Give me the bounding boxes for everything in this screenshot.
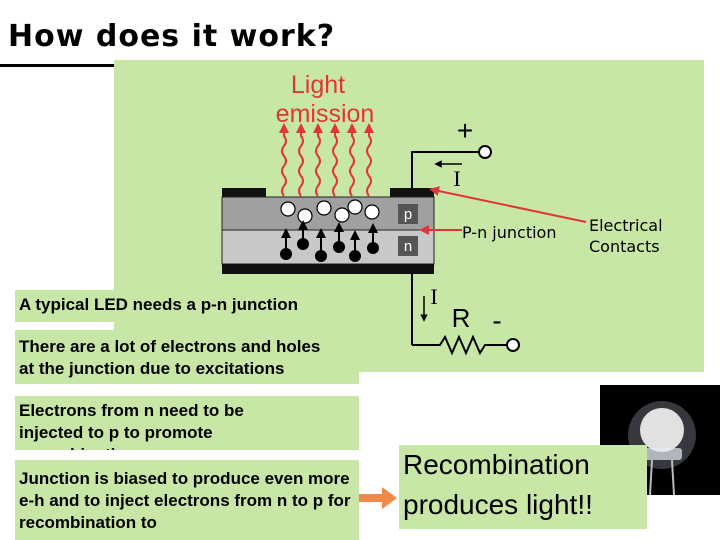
light-ray (364, 123, 374, 197)
light-ray (279, 123, 289, 197)
negative-terminal (506, 338, 520, 352)
resistor-zigzag (412, 334, 506, 356)
text-box-typical-led: A typical LED needs a p-n junction (15, 290, 359, 322)
light-emission-label-line2: emission (276, 100, 375, 128)
electrons-holes-text: There are a lot of electrons and holes a… (19, 337, 321, 378)
hole (280, 201, 296, 217)
text-box-electrons-holes: There are a lot of electrons and holes a… (15, 330, 359, 384)
electron-with-arrow (297, 220, 309, 250)
light-emission-arrows (279, 123, 374, 197)
current-label-top: I (453, 166, 460, 191)
junction-biased-text: Junction is biased to produce even more … (19, 469, 351, 532)
electrons (280, 220, 379, 262)
light-ray (347, 123, 357, 197)
p-layer-label: p (404, 206, 412, 223)
resistor-label: R (452, 303, 471, 333)
typical-led-text: A typical LED needs a p-n junction (19, 295, 298, 314)
current-label-bottom: I (430, 284, 437, 309)
n-layer-tag (398, 236, 418, 256)
electrons-injected-text: Electrons from n need to be injected to … (19, 401, 244, 450)
top-contact-right (390, 188, 434, 197)
contacts-pointer (429, 186, 587, 223)
text-box-electrons-injected: Electrons from n need to be injected to … (15, 396, 359, 450)
hole (364, 204, 380, 220)
light-emission-label-line1: Light (291, 71, 345, 99)
orange-arrow (358, 487, 397, 509)
light-ray (296, 123, 306, 197)
n-layer (221, 229, 435, 265)
top-contact-left (222, 188, 266, 197)
electron-with-arrow (367, 223, 379, 254)
positive-sign: + (457, 115, 473, 146)
hole (347, 199, 363, 215)
n-layer-label: n (404, 238, 412, 255)
recombination-line2: produces light!! (403, 489, 593, 520)
text-box-junction-biased: Junction is biased to produce even more … (15, 460, 359, 540)
electron-with-arrow (280, 228, 292, 260)
positive-terminal (478, 145, 492, 159)
led-photo (600, 385, 720, 496)
pn-junction-label: P-n junction (462, 223, 557, 242)
electrical-contacts-label-line2: Contacts (589, 237, 660, 256)
slide-title: How does it work? (8, 19, 336, 54)
positive-wire (411, 151, 478, 188)
electron-with-arrow (315, 228, 327, 262)
electrical-contacts-label-line1: Electrical (589, 216, 663, 235)
negative-sign: - (492, 305, 501, 336)
electron-with-arrow (349, 230, 361, 262)
electron-with-arrow (333, 222, 345, 253)
p-layer-tag (398, 204, 418, 224)
hole (334, 207, 350, 223)
light-ray (330, 123, 340, 197)
hole (297, 208, 313, 224)
light-ray (313, 123, 323, 197)
hole (316, 200, 332, 216)
recombination-box: Recombination produces light!! (399, 445, 647, 529)
bottom-contact (222, 264, 434, 274)
recombination-line1: Recombination (403, 449, 590, 480)
